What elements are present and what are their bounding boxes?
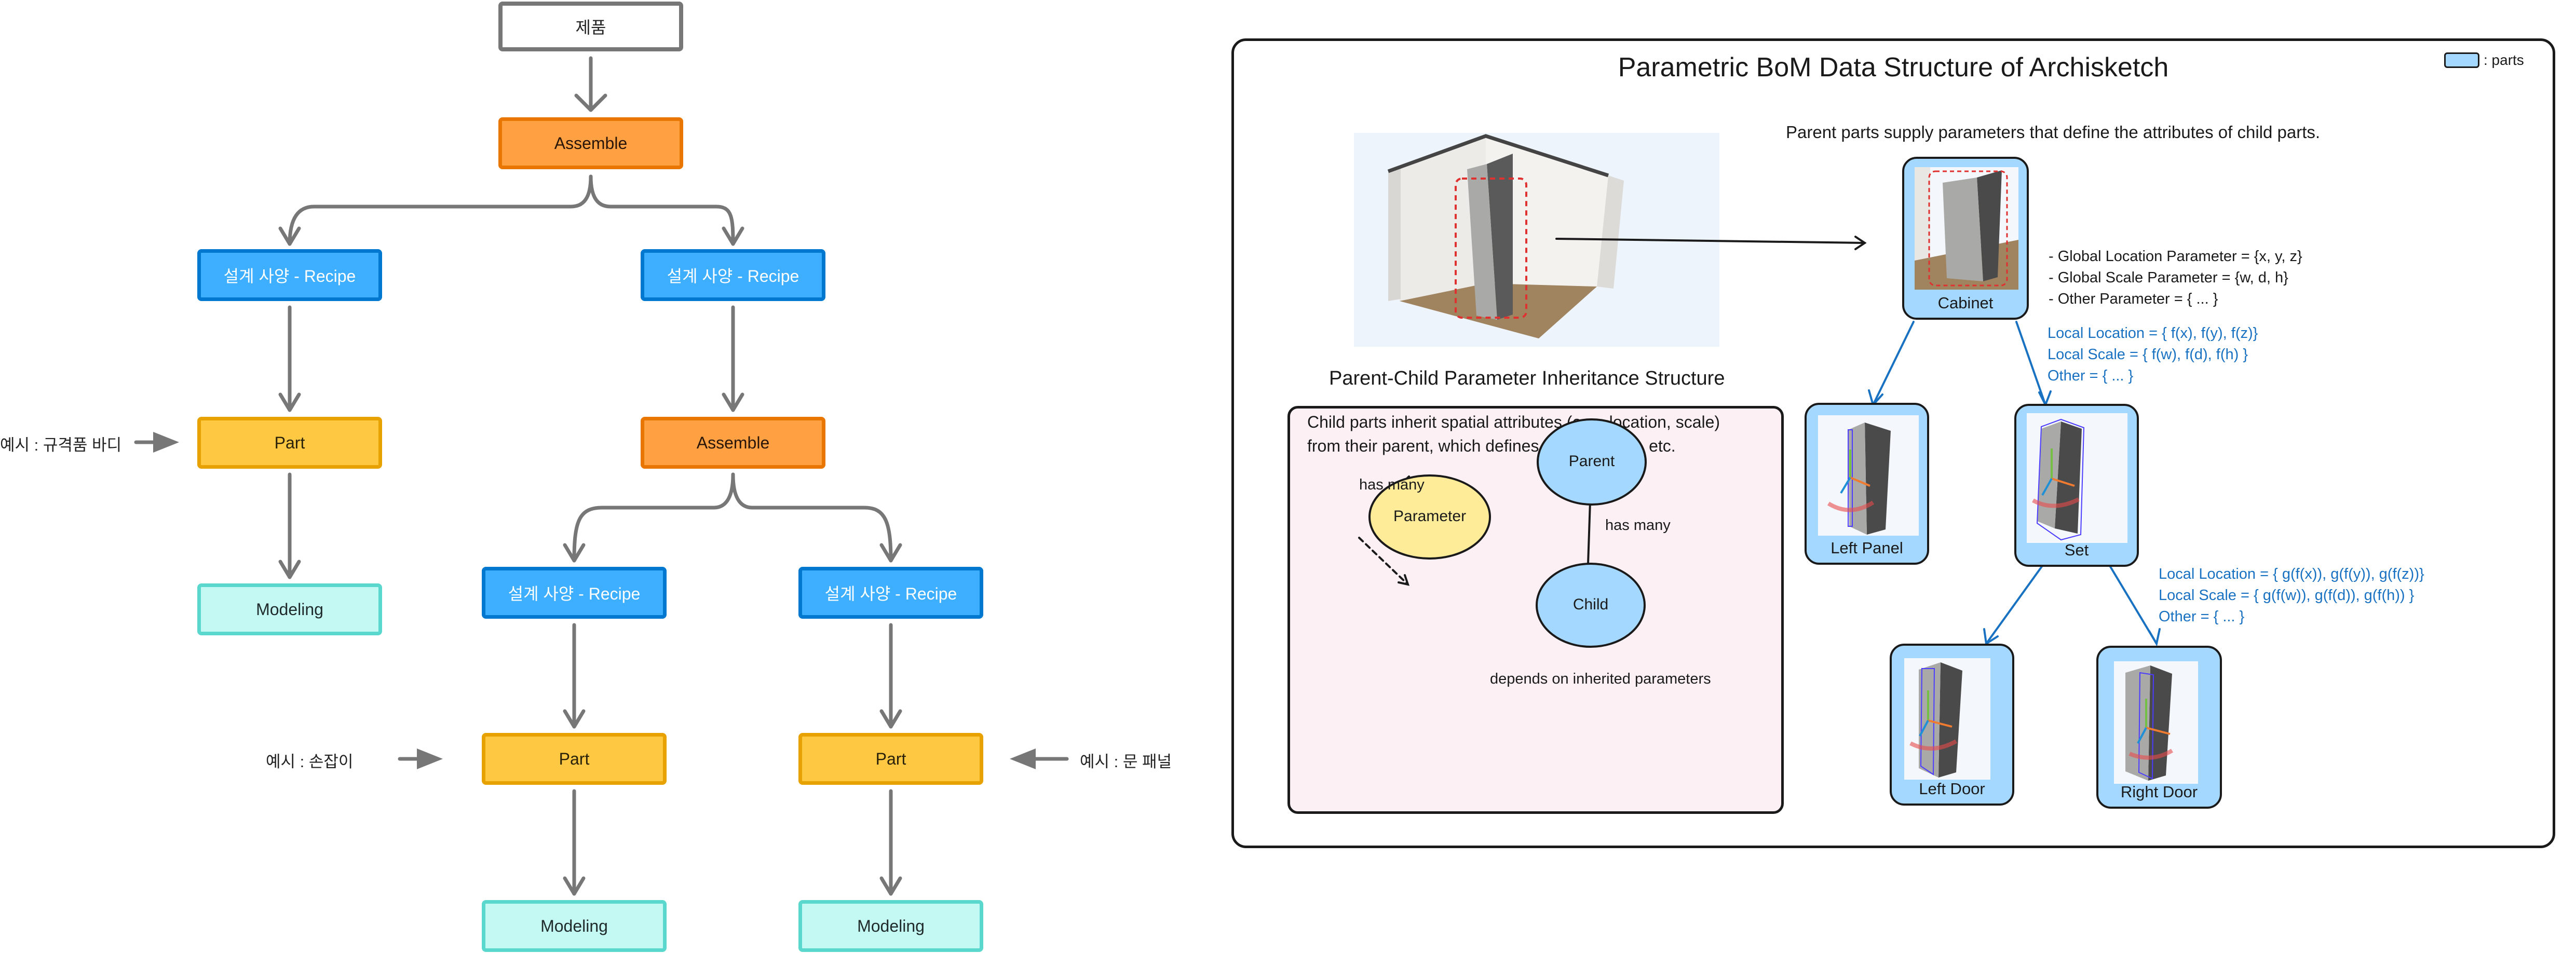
description-line: Child parts inherit spatial attributes (… [1307, 413, 1720, 431]
set-thumbnail [2027, 413, 2127, 543]
edge-cabinet-set [2015, 321, 2046, 406]
edge-label-parent-parameter: has many [1359, 476, 1425, 493]
edge-label-parent-child: has many [1605, 517, 1671, 534]
node-parent-label: Parent [1568, 453, 1615, 470]
cabinet-global-params: - Global Location Parameter = {x, y, z} … [2049, 246, 2302, 310]
left-door-render [1909, 662, 1962, 778]
flow-node-recipe-right[interactable]: 설계 사양 - Recipe [641, 249, 825, 301]
node-parent [1537, 418, 1647, 506]
flow-node-recipe-ll[interactable]: 설계 사양 - Recipe [482, 567, 667, 619]
flow-node-recipe-rr[interactable]: 설계 사양 - Recipe [798, 567, 983, 619]
flow-node-label: Assemble [554, 133, 628, 153]
flow-node-label: Part [559, 749, 590, 768]
scene-to-cabinet-arrow [1555, 238, 1866, 244]
flow-node-label: Part [875, 749, 906, 768]
flow-node-modeling-ll[interactable]: Modeling [482, 900, 667, 952]
flow-node-part-rr[interactable]: Part [798, 733, 983, 785]
legend-swatch-parts [2444, 52, 2479, 68]
cabinet-thumbnail [1915, 167, 2018, 290]
inheritance-title: Parent-Child Parameter Inheritance Struc… [1329, 367, 1725, 389]
inheritance-box [1287, 406, 1784, 814]
set-render [2032, 418, 2085, 541]
legend: : parts [2444, 52, 2524, 69]
example-label-body: 예시 : 규격품 바디 [0, 436, 122, 454]
right-door-render [2125, 665, 2174, 781]
flow-node-modeling-rr[interactable]: Modeling [798, 900, 983, 952]
dependency-note: depends on inherited parameters [1490, 671, 1711, 687]
flow-node-label: Modeling [256, 600, 323, 619]
part-node-cabinet[interactable]: Cabinet [1902, 157, 2029, 320]
example-label-handle: 예시 : 손잡이 [266, 753, 354, 771]
set-local-params: Local Location = { g(f(x)), g(f(y)), g(f… [2159, 564, 2424, 628]
part-label: Cabinet [1937, 294, 1994, 312]
cabinet-local-params: Local Location = { f(x), f(y), f(z)} Loc… [2048, 323, 2258, 387]
node-child [1536, 563, 1646, 648]
flow-node-product[interactable]: 제품 [498, 2, 683, 51]
param-line: Local Scale = { g(f(w)), g(f(d)), g(f(h)… [2159, 587, 2415, 604]
right-door-thumbnail [2114, 661, 2198, 784]
part-node-right-door[interactable]: Right Door [2096, 646, 2222, 809]
legend-label: : parts [2484, 52, 2524, 68]
flow-node-assemble-top[interactable]: Assemble [498, 117, 683, 169]
panel-title: Parametric BoM Data Structure of Archisk… [1618, 52, 2169, 83]
node-parameter-label: Parameter [1393, 508, 1467, 525]
param-line: Local Scale = { f(w), f(d), f(h) } [2048, 346, 2248, 363]
connector-assemble-split [288, 174, 593, 246]
flow-node-label: Modeling [857, 916, 925, 935]
param-line: Other = { ... } [2159, 608, 2245, 625]
flow-node-part-left[interactable]: Part [197, 417, 382, 469]
part-label: Set [2064, 541, 2089, 559]
flow-node-label: 제품 [575, 18, 606, 37]
connector-assemble-mid-split [572, 472, 735, 563]
part-node-left-panel[interactable]: Left Panel [1805, 403, 1929, 565]
flow-node-assemble-mid[interactable]: Assemble [641, 417, 825, 469]
part-label: Right Door [2120, 783, 2198, 801]
param-line: - Global Scale Parameter = {w, d, h} [2049, 269, 2288, 286]
part-node-set[interactable]: Set [2014, 404, 2139, 567]
flow-node-label: 설계 사양 - Recipe [223, 267, 356, 285]
edge-set-leftdoor [1985, 565, 2043, 645]
flow-node-label: Assemble [696, 433, 770, 452]
flow-node-part-ll[interactable]: Part [482, 733, 667, 785]
param-line: - Global Location Parameter = {x, y, z} [2049, 248, 2302, 265]
flow-node-label: 설계 사양 - Recipe [667, 267, 799, 285]
flow-node-label: Modeling [540, 916, 608, 935]
part-label: Left Door [1919, 780, 1985, 798]
supply-caption: Parent parts supply parameters that defi… [1786, 122, 2321, 142]
example-label-door-panel: 예시 : 문 패널 [1080, 753, 1172, 771]
node-child-label: Child [1572, 596, 1609, 613]
flow-node-label: 설계 사양 - Recipe [824, 584, 957, 603]
room-render [1387, 134, 1624, 338]
flow-node-modeling-left[interactable]: Modeling [197, 583, 382, 635]
part-node-left-door[interactable]: Left Door [1890, 644, 2014, 806]
param-line: Local Location = { f(x), f(y), f(z)} [2048, 325, 2258, 342]
param-line: - Other Parameter = { ... } [2049, 291, 2218, 307]
flow-node-label: Part [274, 433, 305, 452]
cabinet-render [1915, 167, 2018, 290]
flow-node-label: 설계 사양 - Recipe [508, 584, 641, 603]
left-panel-thumbnail [1818, 415, 1919, 536]
flow-node-recipe-left[interactable]: 설계 사양 - Recipe [197, 249, 382, 301]
edge-parameter-child [1358, 537, 1409, 586]
left-panel-render [1827, 423, 1891, 535]
param-line: Local Location = { g(f(x)), g(f(y)), g(f… [2159, 566, 2424, 582]
edge-cabinet-leftpanel [1872, 321, 1915, 406]
node-parameter [1368, 474, 1491, 560]
left-door-thumbnail [1904, 658, 1990, 780]
param-line: Other = { ... } [2048, 367, 2134, 384]
part-label: Left Panel [1831, 539, 1903, 557]
